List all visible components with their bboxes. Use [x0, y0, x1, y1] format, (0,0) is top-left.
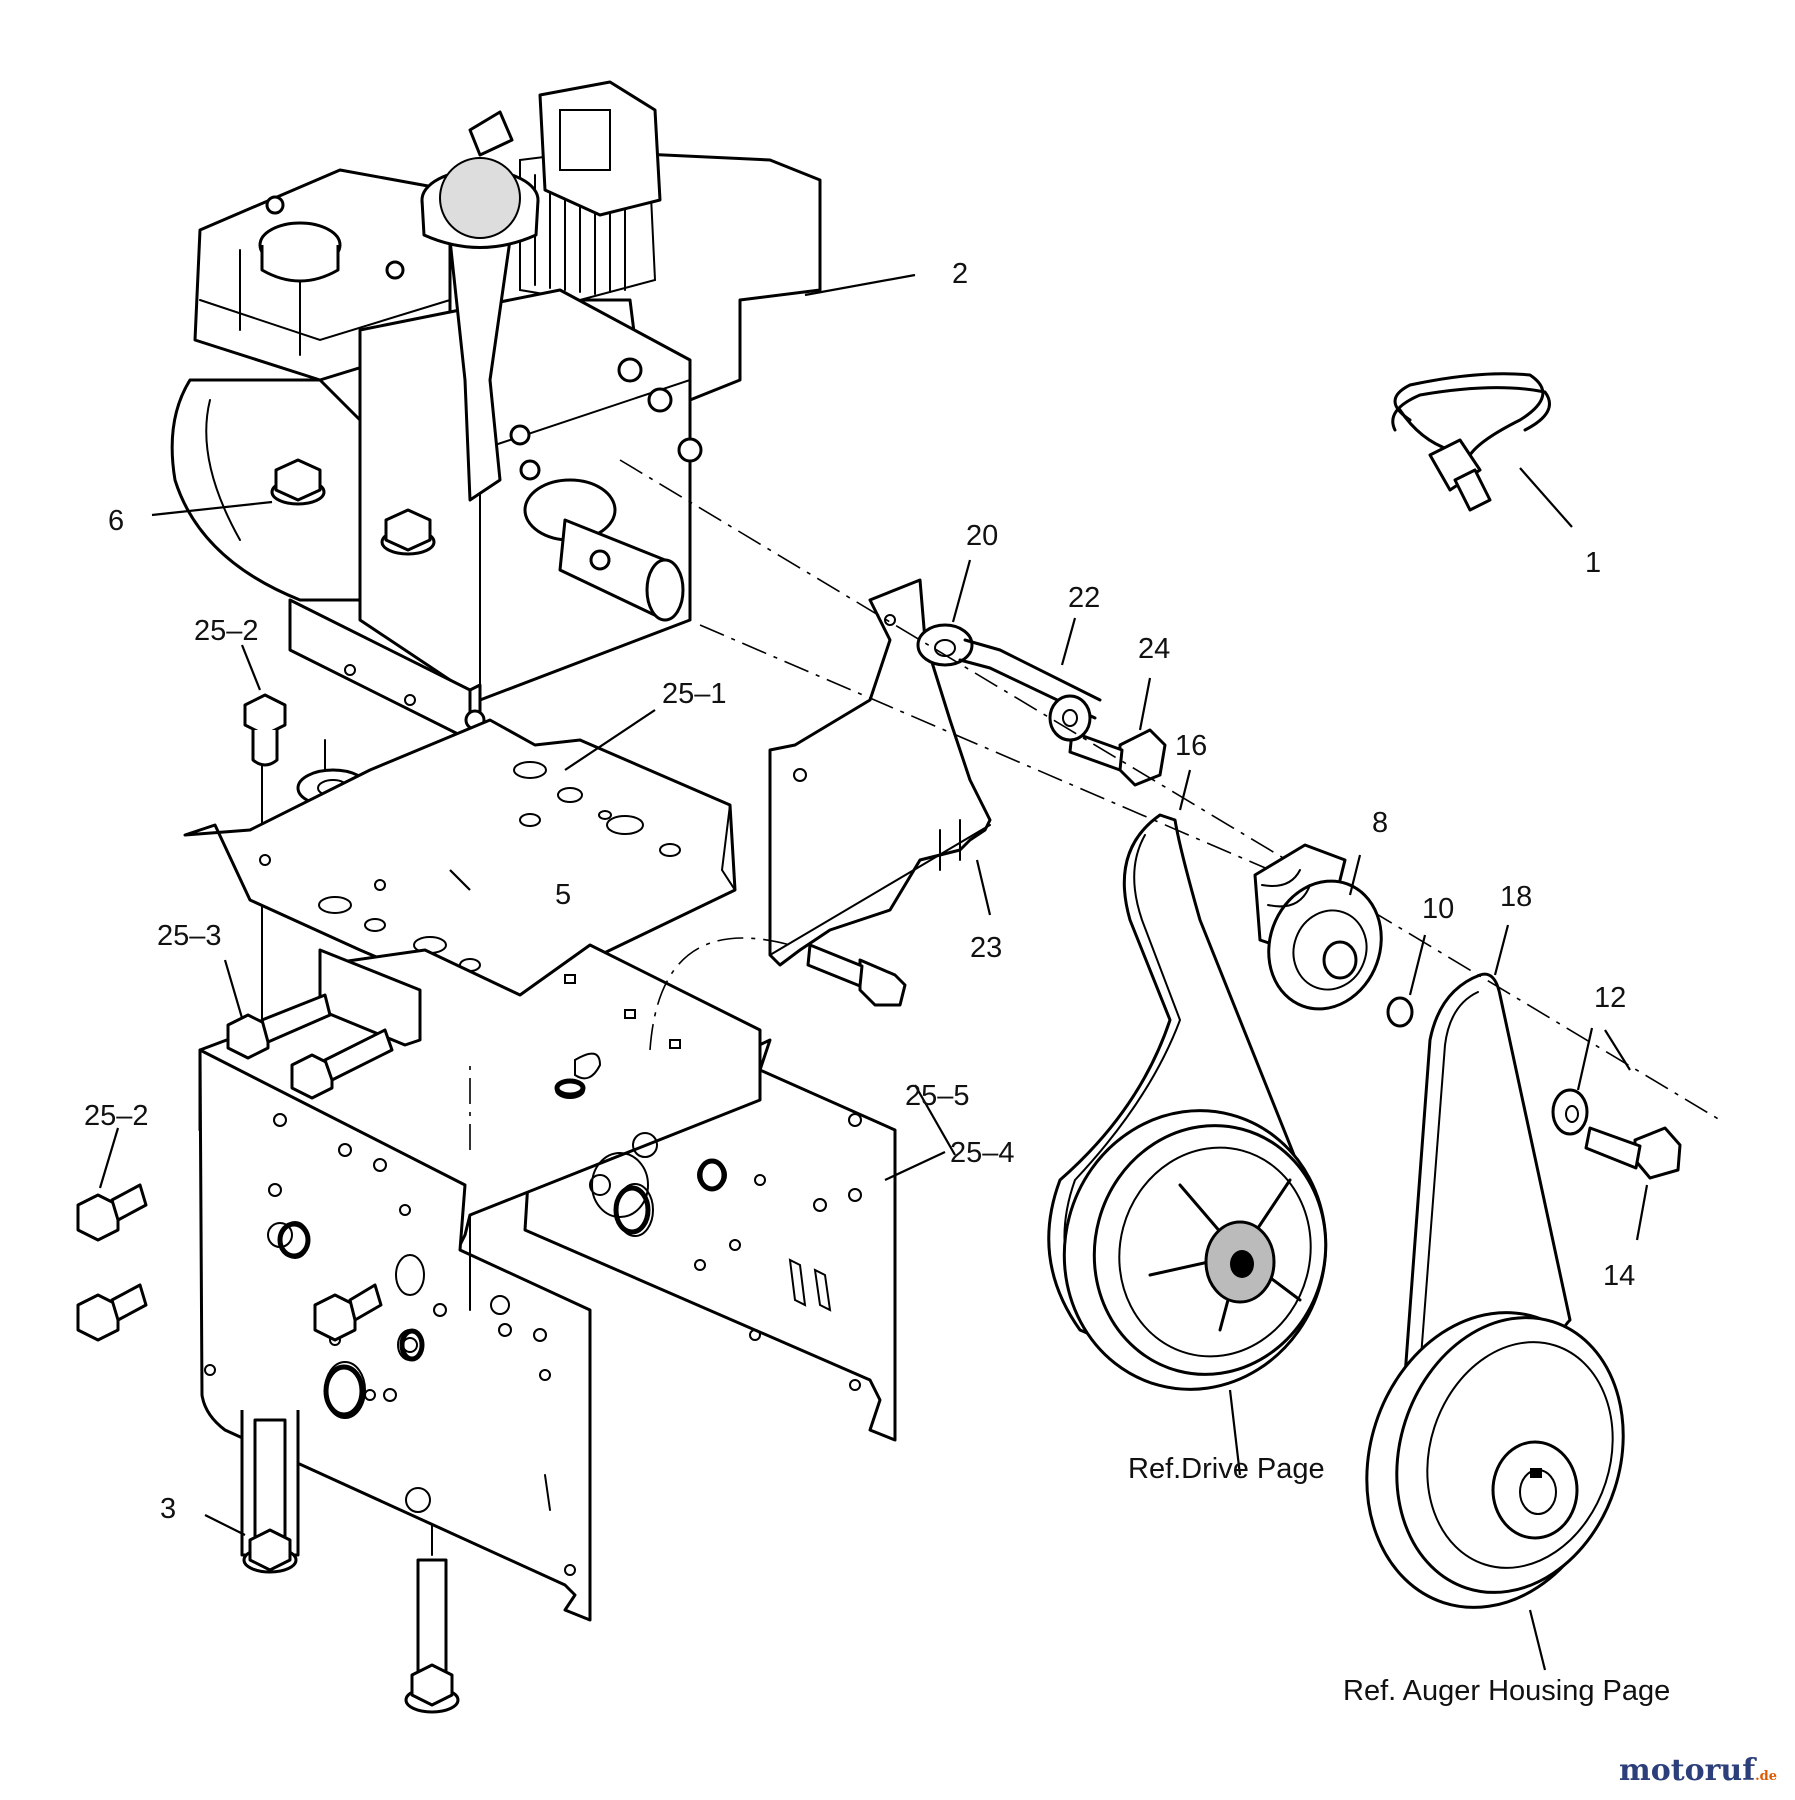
assembly-axis: [469, 459, 1721, 1150]
leader-lines: [98, 273, 1649, 1671]
flange-nut: [270, 458, 436, 556]
rod-link: [916, 623, 1102, 720]
ref-drive-page: Ref.Drive Page: [1128, 1453, 1325, 1485]
engine-pulley: [1253, 843, 1383, 1011]
engine-bolt: [464, 357, 703, 731]
callout-24: 24: [1138, 633, 1170, 665]
callout-25-3: 25–3: [157, 920, 222, 952]
callout-5: 5: [555, 879, 571, 911]
washer-22: [1048, 694, 1092, 742]
callout-23: 23: [970, 932, 1002, 964]
callout-25-2-bottom: 25–2: [84, 1100, 149, 1132]
callout-20: 20: [966, 520, 998, 552]
callout-25-1: 25–1: [662, 678, 727, 710]
callout-14: 14: [1603, 1260, 1635, 1292]
callout-1: 1: [1585, 547, 1601, 579]
belt-guard-bracket: [768, 578, 992, 967]
callout-labels: 2 1 6 20 22 24 16 8 10 18 12 14 5 23 25–…: [84, 258, 1635, 1525]
callout-16: 16: [1175, 730, 1207, 762]
callout-18: 18: [1500, 881, 1532, 913]
callout-22: 22: [1068, 582, 1100, 614]
engine-assembly: [170, 80, 822, 742]
callout-12: 12: [1594, 982, 1626, 1014]
auger-pulley: [1365, 1311, 1625, 1609]
spacer-10: [1386, 996, 1414, 1028]
callout-8: 8: [1372, 807, 1388, 839]
watermark-logo: motoruf.de: [1618, 1753, 1777, 1788]
callout-10: 10: [1422, 893, 1454, 925]
engine-mount-plate: [183, 718, 737, 1002]
wire-harness: [1391, 372, 1551, 512]
callout-25-5: 25–5: [905, 1080, 970, 1112]
callout-3: 3: [160, 1493, 176, 1525]
washer-12: [1551, 1088, 1589, 1136]
callout-25-2-top: 25–2: [194, 615, 259, 647]
hex-bolt: [76, 693, 1682, 1714]
ref-auger-housing-page: Ref. Auger Housing Page: [1343, 1675, 1670, 1707]
drive-pulley: [1062, 1109, 1328, 1391]
frame-assembly: [198, 943, 897, 1622]
callout-2: 2: [952, 258, 968, 290]
frame-grommet: [277, 1078, 727, 1418]
callout-25-4: 25–4: [950, 1137, 1015, 1169]
callout-6: 6: [108, 505, 124, 537]
